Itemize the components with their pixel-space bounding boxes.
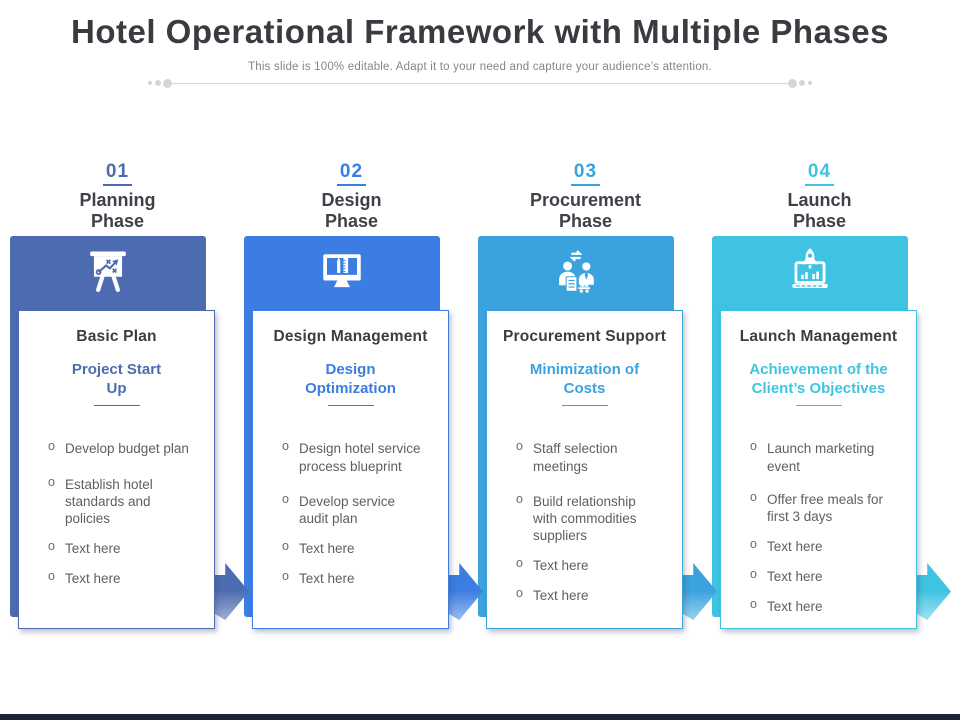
divider-dot xyxy=(808,81,812,85)
phase-column-design: 02 Design Phase Design Management Design… xyxy=(244,155,452,635)
divider-dot xyxy=(163,79,172,88)
card-subtitle: Minimization of Costs xyxy=(487,360,682,398)
bullet-item: Text here xyxy=(516,586,657,604)
phase-number: 02 xyxy=(336,161,367,186)
page-title: Hotel Operational Framework with Multipl… xyxy=(71,13,889,50)
card-subtitle-line: Client’s Objectives xyxy=(751,380,886,398)
card-title: Basic Plan xyxy=(76,328,157,345)
page-subtitle: This slide is 100% editable. Adapt it to… xyxy=(248,61,712,73)
phase-card: Launch Management Achievement of the Cli… xyxy=(720,310,917,629)
phase-column-procurement: 03 Procurement Phase xyxy=(478,155,686,635)
phase-name: Procurement Phase xyxy=(486,190,685,232)
card-title: Design Management xyxy=(273,328,428,345)
card-subtitle-line: Up xyxy=(106,380,127,398)
divider-dot xyxy=(788,79,797,88)
phase-name-line: Launch xyxy=(787,190,852,210)
card-subtitle-line: Project Start xyxy=(71,361,162,378)
phase-name-line: Phase xyxy=(792,211,847,232)
bullet-item: Offer free meals for first 3 days xyxy=(750,490,891,525)
bullet-item: Build relationship with commodities supp… xyxy=(516,492,657,544)
card-title: Procurement Support xyxy=(502,328,667,345)
phase-name: Planning Phase xyxy=(18,190,217,232)
bullet-item: Text here xyxy=(750,537,891,555)
phase-card: Basic Plan Project Start Up Develop budg… xyxy=(18,310,215,629)
bullet-item: Text here xyxy=(48,539,189,557)
bullet-item: Text here xyxy=(516,556,657,574)
phase-name-line: Procurement xyxy=(529,190,642,210)
bullet-list: Design hotel service process blueprint D… xyxy=(282,439,448,587)
bullet-item: Launch marketing event xyxy=(750,439,891,474)
bullet-item: Text here xyxy=(750,567,891,585)
card-subtitle-line: Achievement of the xyxy=(749,361,888,378)
bullet-item: Establish hotel standards and policies xyxy=(48,475,189,527)
bullet-item: Design hotel service process blueprint xyxy=(282,439,423,474)
phase-name-line: Planning xyxy=(79,190,156,210)
bullet-item: Text here xyxy=(750,597,891,615)
rocket-launch-laptop-icon xyxy=(792,248,828,288)
card-subtitle-line: Optimization xyxy=(305,380,396,398)
subtitle-underline xyxy=(93,405,140,407)
card-subtitle: Design Optimization xyxy=(253,360,448,398)
phase-card: Design Management Design Optimization De… xyxy=(252,310,449,629)
phase-name-line: Design xyxy=(321,190,382,210)
card-subtitle: Project Start Up xyxy=(19,360,214,398)
bottom-bar xyxy=(0,714,960,720)
phase-card: Procurement Support Minimization of Cost… xyxy=(486,310,683,629)
subtitle-underline xyxy=(561,405,608,407)
phase-column-launch: 04 Launch Phase Launch xyxy=(712,155,920,635)
suppliers-exchange-icon xyxy=(559,250,594,293)
divider-dot xyxy=(799,80,805,86)
design-monitor-icon xyxy=(323,254,361,288)
phase-number: 03 xyxy=(570,161,601,186)
bullet-item: Text here xyxy=(282,569,423,587)
divider-dot xyxy=(148,81,152,85)
phase-column-planning: 01 Planning Phase Basic Plan Proje xyxy=(10,155,218,635)
phase-number: 01 xyxy=(102,161,133,186)
bullet-list: Staff selection meetings Build relations… xyxy=(516,439,682,604)
phase-name: Design Phase xyxy=(252,190,451,232)
phase-name-line: Phase xyxy=(324,211,379,232)
divider-dot xyxy=(155,80,161,86)
phase-header: 02 Design Phase xyxy=(252,155,451,232)
phase-name: Launch Phase xyxy=(720,190,919,232)
card-subtitle-line: Design xyxy=(325,361,376,378)
bullet-item: Develop budget plan xyxy=(48,439,189,457)
subtitle-underline xyxy=(327,405,374,407)
bullet-item: Staff selection meetings xyxy=(516,439,657,474)
bullet-item: Develop service audit plan xyxy=(282,492,423,527)
card-subtitle-line: Minimization of xyxy=(529,361,640,378)
bullet-list: Launch marketing event Offer free meals … xyxy=(750,439,916,615)
strategy-presentation-icon xyxy=(90,251,126,292)
subtitle-underline xyxy=(795,405,842,407)
bullet-list: Develop budget plan Establish hotel stan… xyxy=(48,439,214,587)
phase-header: 03 Procurement Phase xyxy=(486,155,685,232)
card-title: Launch Management xyxy=(739,328,898,345)
phase-name-line: Phase xyxy=(90,211,145,232)
phase-name-line: Phase xyxy=(558,211,613,232)
card-subtitle-line: Costs xyxy=(563,380,606,398)
bullet-item: Text here xyxy=(282,539,423,557)
card-subtitle: Achievement of the Client’s Objectives xyxy=(721,360,916,398)
bullet-item: Text here xyxy=(48,569,189,587)
header-divider xyxy=(170,83,790,84)
phase-number: 04 xyxy=(804,161,835,186)
phase-header: 01 Planning Phase xyxy=(18,155,217,232)
phase-header: 04 Launch Phase xyxy=(720,155,919,232)
